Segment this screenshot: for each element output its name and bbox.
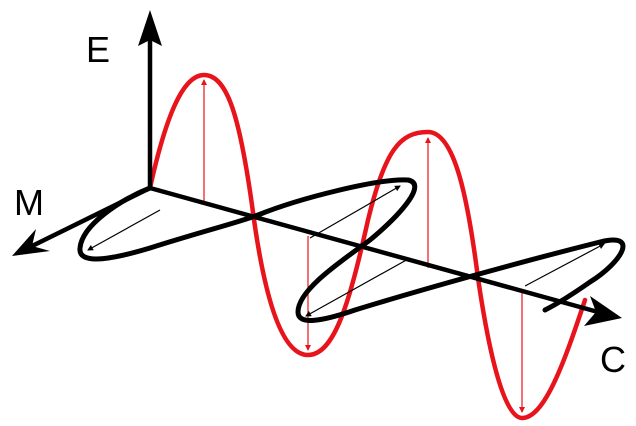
e-axis-label: E [86, 29, 110, 70]
m-axis-label: M [14, 182, 44, 223]
m-axis-arrowhead [12, 229, 50, 256]
c-axis-label: C [600, 339, 626, 380]
magnetic-field-wave [80, 180, 623, 321]
m-axis-line [28, 188, 150, 248]
magnetic-wave-curve [80, 180, 623, 321]
c-axis-line [150, 188, 598, 312]
